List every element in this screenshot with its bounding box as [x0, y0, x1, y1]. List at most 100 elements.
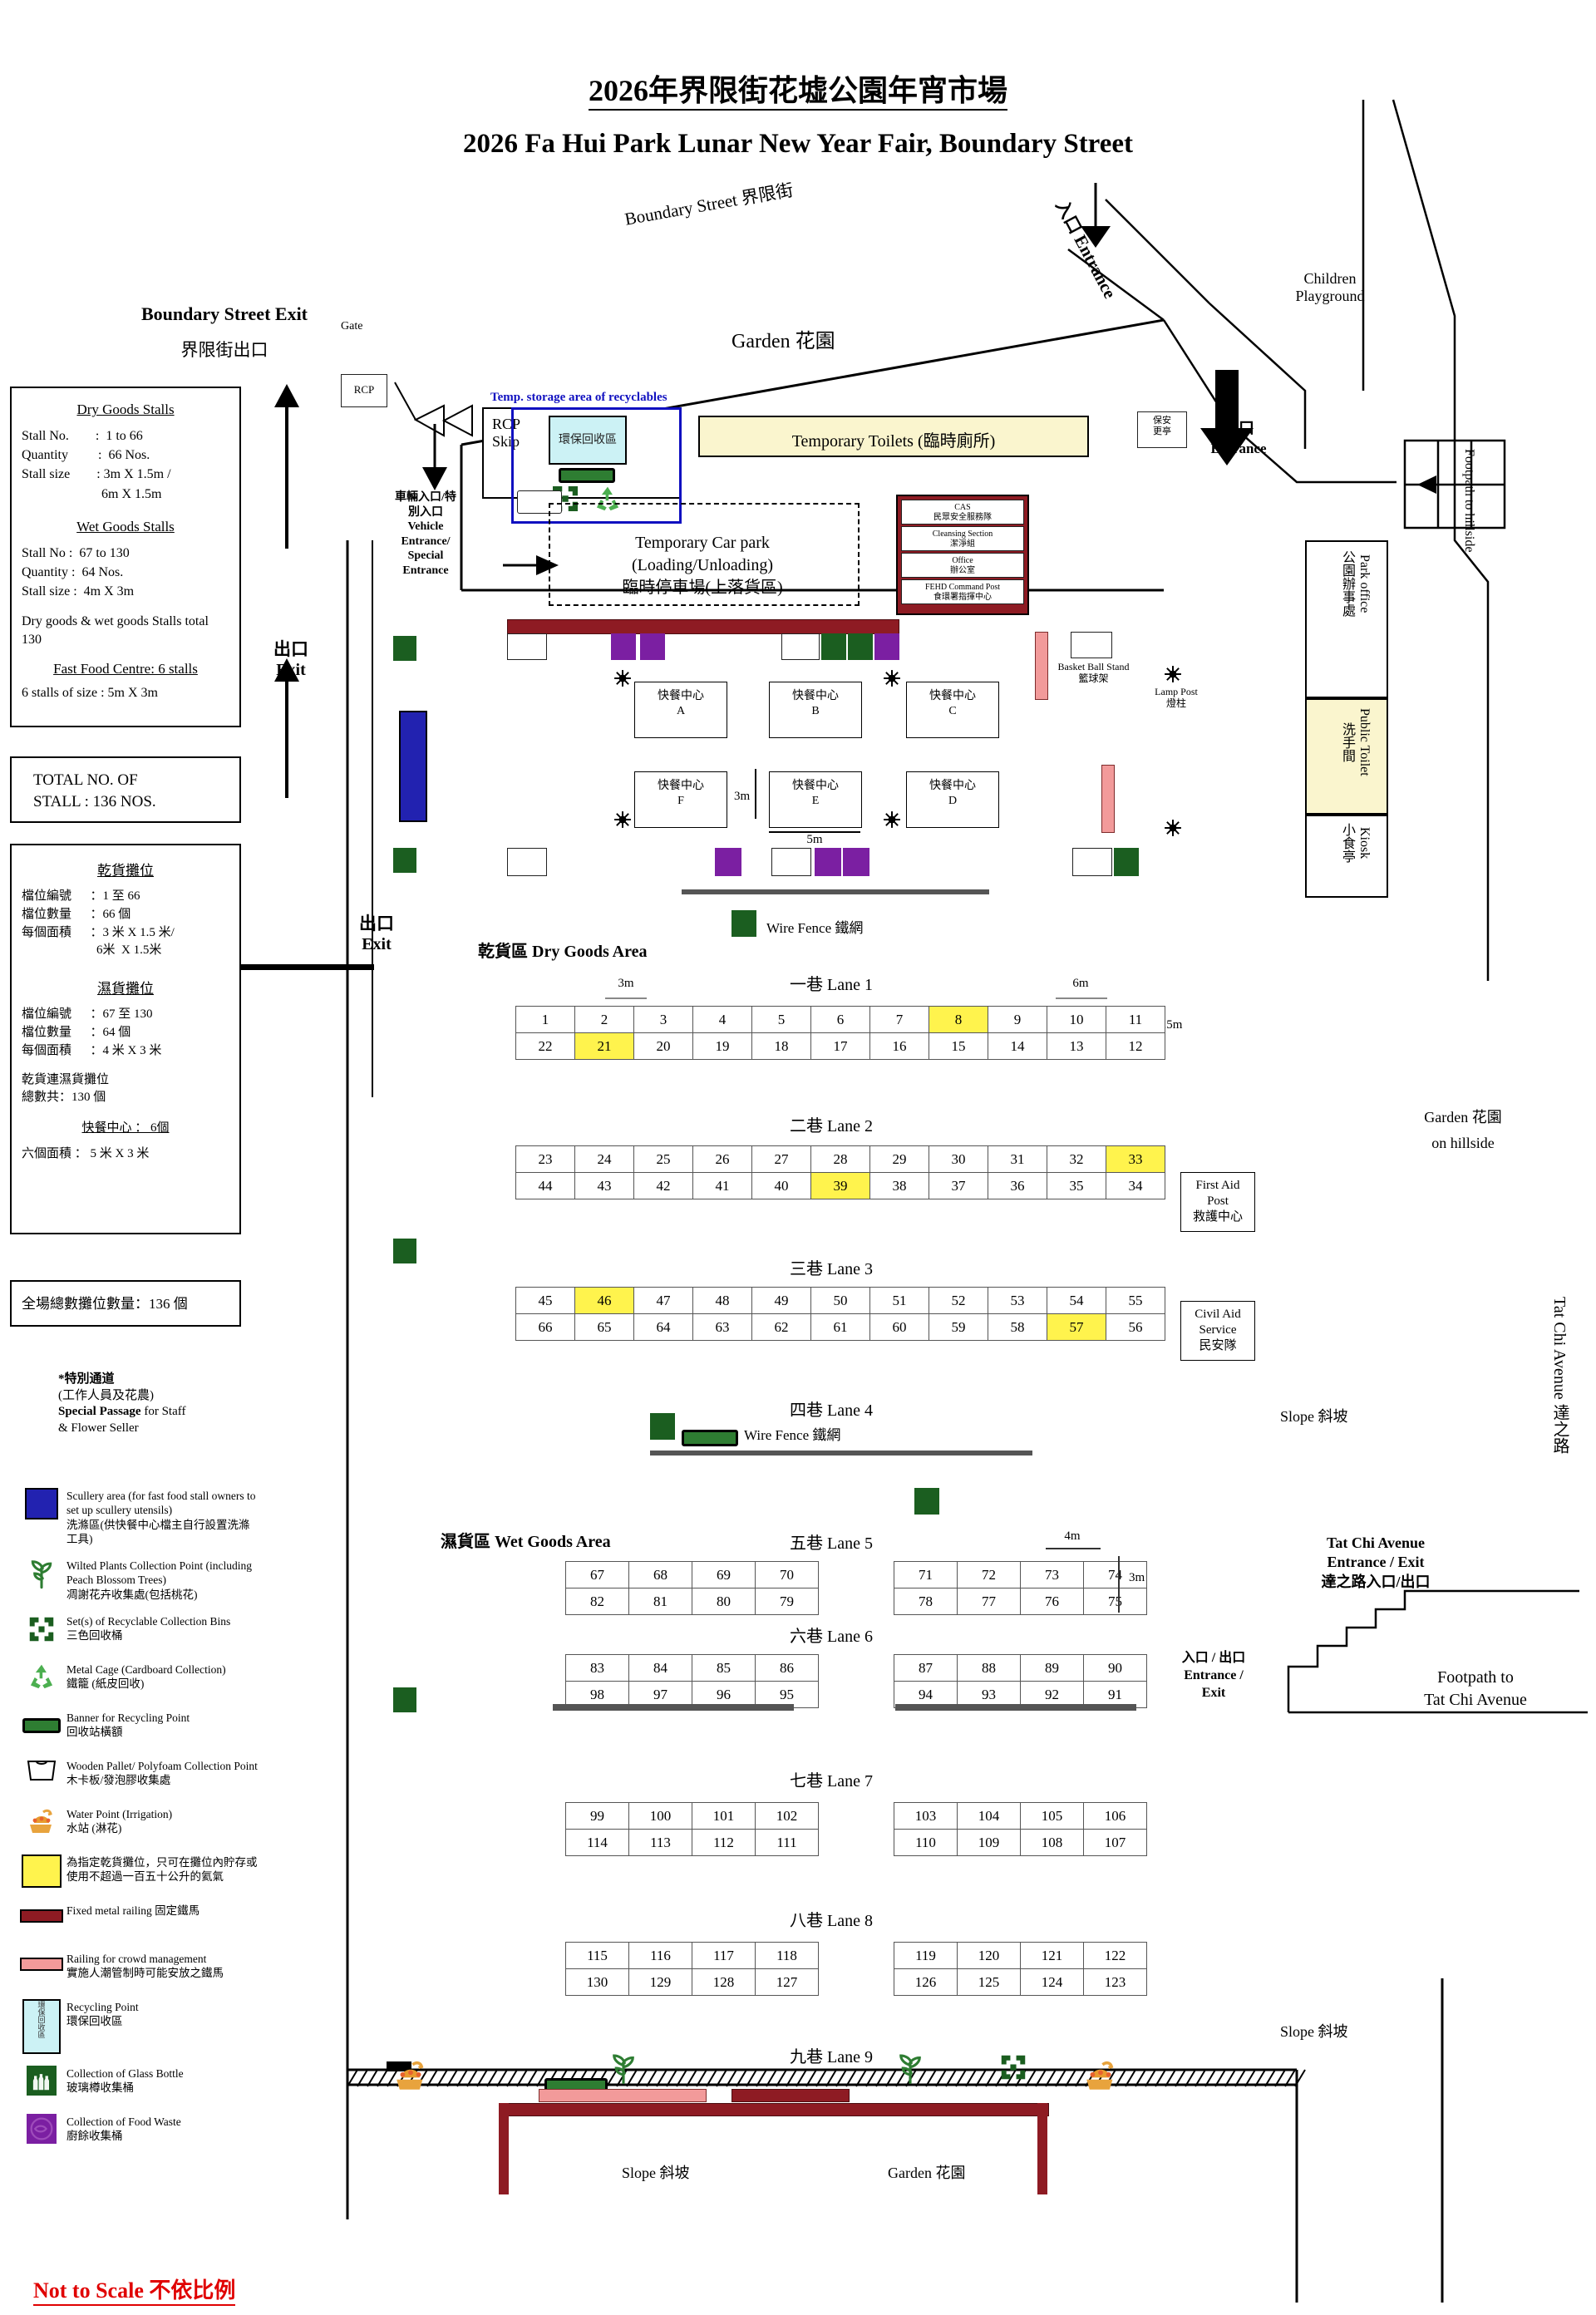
stall-cell-26[interactable]: 26: [692, 1145, 752, 1173]
stall-cell-88[interactable]: 88: [957, 1654, 1021, 1682]
stall-cell-62[interactable]: 62: [751, 1313, 811, 1341]
stall-cell-80[interactable]: 80: [692, 1588, 756, 1615]
stall-cell-76[interactable]: 76: [1020, 1588, 1084, 1615]
stall-cell-35[interactable]: 35: [1047, 1172, 1106, 1199]
stall-cell-118[interactable]: 118: [755, 1942, 819, 1969]
stall-cell-39[interactable]: 39: [810, 1172, 870, 1199]
stall-cell-3[interactable]: 3: [633, 1006, 693, 1033]
stall-cell-56[interactable]: 56: [1106, 1313, 1165, 1341]
stall-cell-93[interactable]: 93: [957, 1681, 1021, 1708]
stall-cell-125[interactable]: 125: [957, 1968, 1021, 1996]
stall-cell-69[interactable]: 69: [692, 1561, 756, 1588]
stall-cell-61[interactable]: 61: [810, 1313, 870, 1341]
stall-cell-48[interactable]: 48: [692, 1287, 752, 1314]
stall-cell-59[interactable]: 59: [929, 1313, 988, 1341]
stall-cell-47[interactable]: 47: [633, 1287, 693, 1314]
stall-cell-40[interactable]: 40: [751, 1172, 811, 1199]
stall-cell-87[interactable]: 87: [894, 1654, 958, 1682]
stall-cell-52[interactable]: 52: [929, 1287, 988, 1314]
stall-cell-27[interactable]: 27: [751, 1145, 811, 1173]
stall-cell-70[interactable]: 70: [755, 1561, 819, 1588]
stall-cell-92[interactable]: 92: [1020, 1681, 1084, 1708]
stall-cell-13[interactable]: 13: [1047, 1032, 1106, 1060]
stall-cell-23[interactable]: 23: [515, 1145, 575, 1173]
stall-cell-94[interactable]: 94: [894, 1681, 958, 1708]
stall-cell-104[interactable]: 104: [957, 1802, 1021, 1830]
stall-cell-126[interactable]: 126: [894, 1968, 958, 1996]
stall-cell-15[interactable]: 15: [929, 1032, 988, 1060]
stall-cell-37[interactable]: 37: [929, 1172, 988, 1199]
stall-cell-86[interactable]: 86: [755, 1654, 819, 1682]
stall-cell-31[interactable]: 31: [988, 1145, 1047, 1173]
stall-cell-73[interactable]: 73: [1020, 1561, 1084, 1588]
stall-cell-8[interactable]: 8: [929, 1006, 988, 1033]
stall-cell-20[interactable]: 20: [633, 1032, 693, 1060]
stall-cell-12[interactable]: 12: [1106, 1032, 1165, 1060]
stall-cell-102[interactable]: 102: [755, 1802, 819, 1830]
stall-cell-55[interactable]: 55: [1106, 1287, 1165, 1314]
stall-cell-9[interactable]: 9: [988, 1006, 1047, 1033]
stall-cell-79[interactable]: 79: [755, 1588, 819, 1615]
stall-cell-107[interactable]: 107: [1083, 1829, 1147, 1856]
stall-cell-117[interactable]: 117: [692, 1942, 756, 1969]
stall-cell-66[interactable]: 66: [515, 1313, 575, 1341]
stall-cell-16[interactable]: 16: [869, 1032, 929, 1060]
stall-cell-29[interactable]: 29: [869, 1145, 929, 1173]
stall-cell-6[interactable]: 6: [810, 1006, 870, 1033]
stall-cell-53[interactable]: 53: [988, 1287, 1047, 1314]
stall-cell-38[interactable]: 38: [869, 1172, 929, 1199]
stall-cell-4[interactable]: 4: [692, 1006, 752, 1033]
stall-cell-84[interactable]: 84: [628, 1654, 692, 1682]
stall-cell-91[interactable]: 91: [1083, 1681, 1147, 1708]
stall-cell-78[interactable]: 78: [894, 1588, 958, 1615]
stall-cell-130[interactable]: 130: [565, 1968, 629, 1996]
stall-cell-44[interactable]: 44: [515, 1172, 575, 1199]
stall-cell-129[interactable]: 129: [628, 1968, 692, 1996]
stall-cell-51[interactable]: 51: [869, 1287, 929, 1314]
stall-cell-109[interactable]: 109: [957, 1829, 1021, 1856]
stall-cell-36[interactable]: 36: [988, 1172, 1047, 1199]
stall-cell-43[interactable]: 43: [574, 1172, 634, 1199]
stall-cell-115[interactable]: 115: [565, 1942, 629, 1969]
stall-cell-24[interactable]: 24: [574, 1145, 634, 1173]
stall-cell-1[interactable]: 1: [515, 1006, 575, 1033]
stall-cell-5[interactable]: 5: [751, 1006, 811, 1033]
stall-cell-100[interactable]: 100: [628, 1802, 692, 1830]
stall-cell-124[interactable]: 124: [1020, 1968, 1084, 1996]
stall-cell-114[interactable]: 114: [565, 1829, 629, 1856]
stall-cell-105[interactable]: 105: [1020, 1802, 1084, 1830]
stall-cell-34[interactable]: 34: [1106, 1172, 1165, 1199]
stall-cell-122[interactable]: 122: [1083, 1942, 1147, 1969]
stall-cell-127[interactable]: 127: [755, 1968, 819, 1996]
stall-cell-22[interactable]: 22: [515, 1032, 575, 1060]
stall-cell-96[interactable]: 96: [692, 1681, 756, 1708]
stall-cell-10[interactable]: 10: [1047, 1006, 1106, 1033]
stall-cell-83[interactable]: 83: [565, 1654, 629, 1682]
stall-cell-95[interactable]: 95: [755, 1681, 819, 1708]
stall-cell-64[interactable]: 64: [633, 1313, 693, 1341]
stall-cell-65[interactable]: 65: [574, 1313, 634, 1341]
stall-cell-77[interactable]: 77: [957, 1588, 1021, 1615]
stall-cell-82[interactable]: 82: [565, 1588, 629, 1615]
stall-cell-49[interactable]: 49: [751, 1287, 811, 1314]
stall-cell-120[interactable]: 120: [957, 1942, 1021, 1969]
stall-cell-46[interactable]: 46: [574, 1287, 634, 1314]
stall-cell-18[interactable]: 18: [751, 1032, 811, 1060]
stall-cell-2[interactable]: 2: [574, 1006, 634, 1033]
stall-cell-25[interactable]: 25: [633, 1145, 693, 1173]
stall-cell-32[interactable]: 32: [1047, 1145, 1106, 1173]
stall-cell-33[interactable]: 33: [1106, 1145, 1165, 1173]
stall-cell-42[interactable]: 42: [633, 1172, 693, 1199]
stall-cell-28[interactable]: 28: [810, 1145, 870, 1173]
stall-cell-57[interactable]: 57: [1047, 1313, 1106, 1341]
stall-cell-119[interactable]: 119: [894, 1942, 958, 1969]
stall-cell-21[interactable]: 21: [574, 1032, 634, 1060]
stall-cell-85[interactable]: 85: [692, 1654, 756, 1682]
stall-cell-110[interactable]: 110: [894, 1829, 958, 1856]
stall-cell-112[interactable]: 112: [692, 1829, 756, 1856]
stall-cell-63[interactable]: 63: [692, 1313, 752, 1341]
stall-cell-116[interactable]: 116: [628, 1942, 692, 1969]
stall-cell-14[interactable]: 14: [988, 1032, 1047, 1060]
stall-cell-90[interactable]: 90: [1083, 1654, 1147, 1682]
stall-cell-45[interactable]: 45: [515, 1287, 575, 1314]
